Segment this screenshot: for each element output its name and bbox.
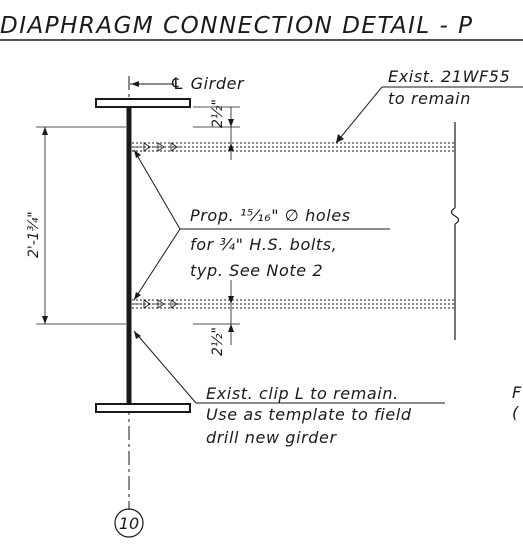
prop-note-leader-bottom xyxy=(133,228,181,301)
grid-marker-label: 10 xyxy=(119,514,139,533)
top-offset-dimension xyxy=(193,106,240,160)
exist-beam-note-line2: to remain xyxy=(388,89,471,108)
clip-note-line1: Exist. clip L to remain. xyxy=(206,384,399,403)
prop-note-leader-top xyxy=(133,149,181,230)
grid-marker-circle xyxy=(114,508,144,538)
prop-note-leader-bottom-arrow xyxy=(134,292,141,300)
prop-note-leader-top-arrow xyxy=(134,150,141,158)
partial-right-text-1: F xyxy=(512,383,522,402)
bottom-offset-dimension xyxy=(193,280,240,345)
girder-bottom-flange xyxy=(95,403,191,413)
bolt-spacing-label: 2'-1¾" xyxy=(26,211,42,258)
partial-right-text-2: ( xyxy=(512,403,519,422)
clip-note-line2: Use as template to field xyxy=(206,405,412,424)
clip-note-line3: drill new girder xyxy=(206,428,337,447)
exist-beam-leader xyxy=(335,86,383,144)
prop-note-line1: Prop. ¹⁵⁄₁₆" ∅ holes xyxy=(190,206,351,225)
bottom-offset-label: 2½" xyxy=(210,327,226,356)
bolt-spacing-dimension xyxy=(36,126,126,325)
girder-web xyxy=(126,107,132,404)
drawing-title: DIAPHRAGM CONNECTION DETAIL - P xyxy=(0,13,474,39)
exist-beam-note-line1: Exist. 21WF55 xyxy=(388,67,510,86)
clip-note-leader xyxy=(133,330,197,404)
girder-label-arrow xyxy=(131,81,139,87)
top-bolt-holes xyxy=(128,142,180,152)
bottom-bolt-holes xyxy=(128,299,180,309)
girder-label: ℄ Girder xyxy=(170,74,245,93)
clip-note-leader-arrow xyxy=(134,331,141,339)
exist-beam-leader-arrow xyxy=(336,134,344,143)
girder-top-flange xyxy=(95,98,191,108)
existing-beam xyxy=(132,122,460,340)
prop-note-line2: for ¾" H.S. bolts, xyxy=(190,235,337,254)
prop-note-line3: typ. See Note 2 xyxy=(190,261,323,280)
top-offset-label: 2½" xyxy=(210,99,226,128)
